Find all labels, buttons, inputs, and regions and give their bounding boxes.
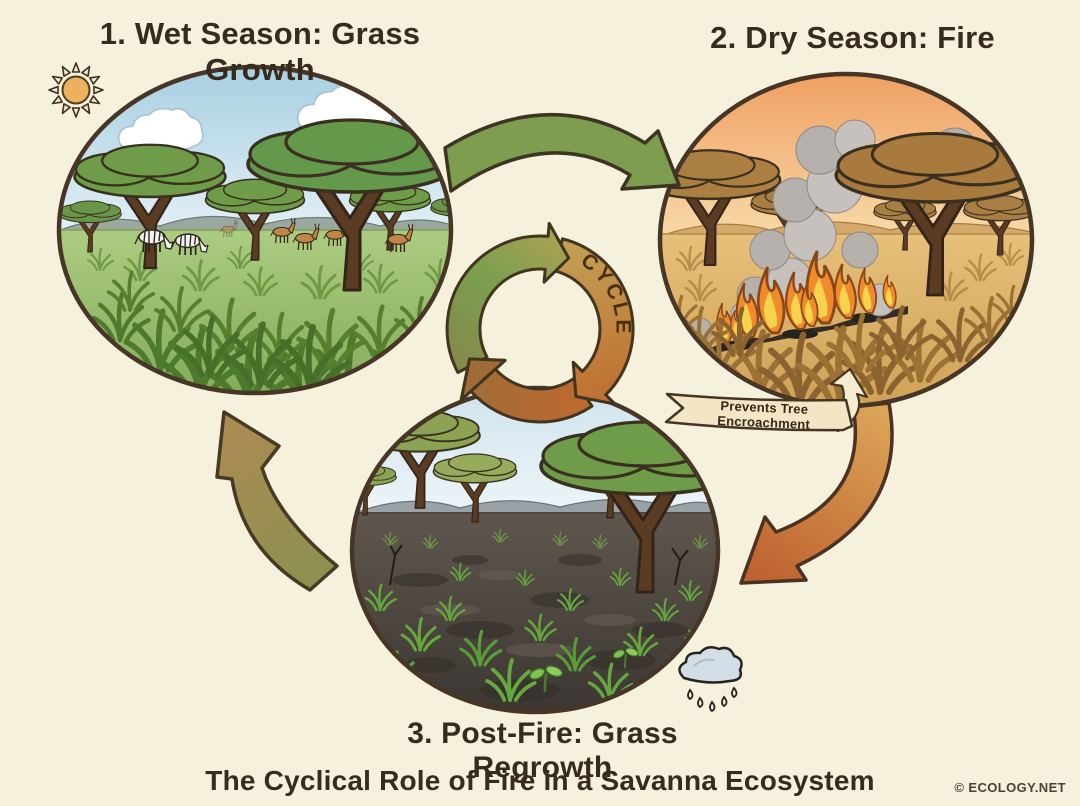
- arrow-dry-to-postfire: [739, 401, 894, 585]
- cycle-ring-right-segment: [553, 237, 635, 406]
- stage2-label: 2. Dry Season: Fire: [710, 20, 995, 55]
- sun-icon: [48, 62, 104, 118]
- banner-ribbon: [664, 392, 854, 432]
- cycle-ring-bottom-arrowhead: [459, 357, 507, 402]
- stage1-label: 1. Wet Season: Grass Growth: [99, 16, 421, 87]
- rain-cloud-icon: [678, 645, 743, 713]
- arrow-postfire-to-wet: [215, 410, 339, 592]
- arrow-wet-to-dry: [443, 112, 681, 193]
- wet-season-circle-border: [56, 64, 454, 396]
- burnt-stick: [671, 547, 689, 586]
- diagram-title: The Cyclical Role of Fire in a Savanna E…: [205, 765, 875, 796]
- watermark: © ECOLOGY.NET: [954, 780, 1066, 795]
- cycle-ring: [445, 221, 635, 424]
- cycle-ring-left-segment: [445, 221, 571, 375]
- prevents-banner: [664, 367, 869, 433]
- stage3-label: 3. Post-Fire: Grass Regrowth: [407, 717, 678, 784]
